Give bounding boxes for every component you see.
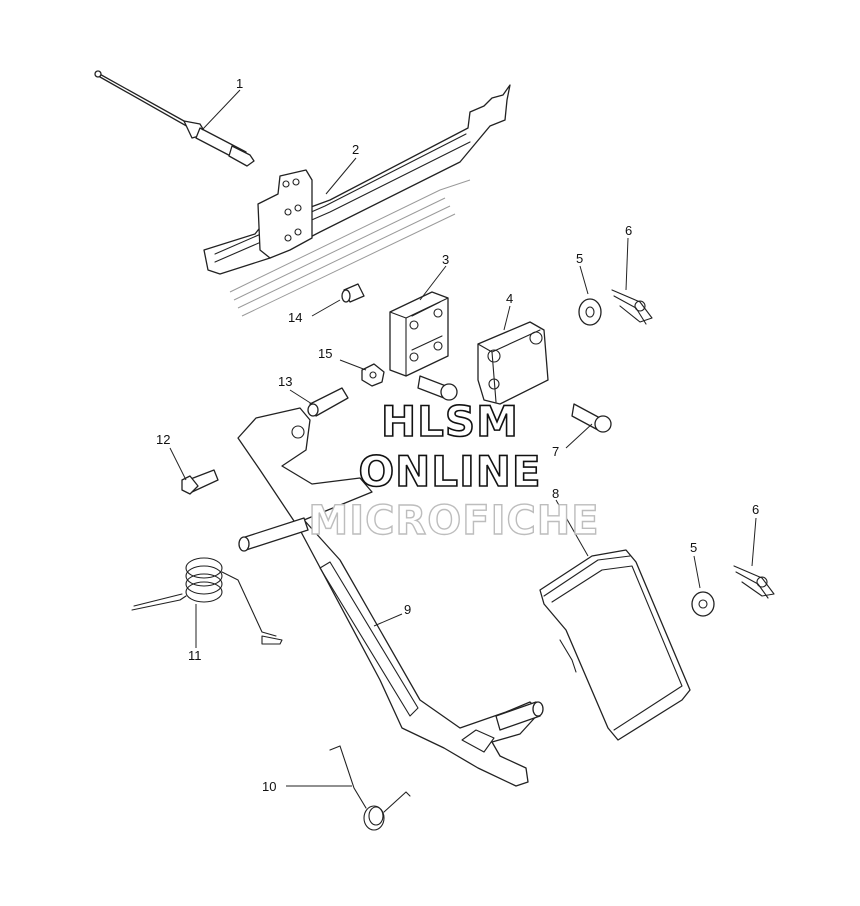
callout-3: 3 [442,252,449,267]
part-4-housing [477,321,549,405]
callout-labels: 1 2 3 4 5 6 7 8 5 6 9 10 11 12 13 14 15 [156,76,759,794]
part-7-bolt-center [417,375,458,401]
callout-5-upper: 5 [576,251,583,266]
part-12-bolt [181,469,219,495]
callout-1: 1 [236,76,243,91]
part-5-washer-lower [691,591,715,617]
callout-15: 15 [318,346,332,361]
callout-11: 11 [188,648,202,663]
part-7-bolt-right [571,403,612,433]
part-10-torsion-spring [329,745,411,831]
part-5-washer-upper [578,298,602,326]
part-3-mounting-block [389,291,449,377]
callout-9: 9 [404,602,411,617]
part-11-torsion-spring [131,557,283,645]
callout-6-upper: 6 [625,223,632,238]
part-15-nut [361,363,385,387]
part-13-pin [307,387,349,417]
part-2-frame-rail [203,84,511,317]
callout-5-lower: 5 [690,540,697,555]
part-9-pedal-arm [237,407,544,787]
callout-10: 10 [262,779,276,794]
callout-6-lower: 6 [752,502,759,517]
part-6-clip-upper [611,289,653,325]
watermark-line-1: HLSM [381,397,519,446]
callout-4: 4 [506,291,513,306]
part-6-clip-lower [733,565,775,599]
callout-14: 14 [288,310,302,325]
callout-13: 13 [278,374,292,389]
callout-7: 7 [552,444,559,459]
watermark-line-2: ONLINE [358,447,541,496]
part-8-pedal-pad [539,549,691,741]
callout-8: 8 [552,486,559,501]
watermark: HLSM ONLINE MICROFICHE [308,396,600,545]
part-1-rod [94,70,255,167]
leader-lines [169,89,757,787]
watermark-line-3: MICROFICHE [308,498,599,544]
callout-12: 12 [156,432,170,447]
part-14-bushing [341,283,365,303]
callout-2: 2 [352,142,359,157]
